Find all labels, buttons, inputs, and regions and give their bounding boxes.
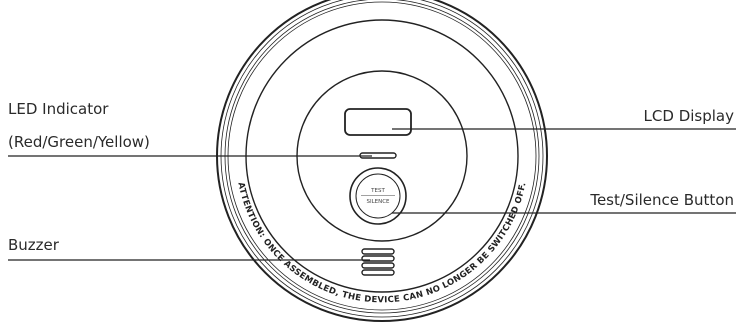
buzzer-label: Buzzer [8, 236, 60, 254]
led-label-line1: LED Indicator [8, 100, 109, 118]
led-label-line2: (Red/Green/Yellow) [8, 133, 150, 151]
outer-rim [217, 0, 547, 321]
lcd-screen [345, 109, 411, 135]
test-silence-button[interactable]: TEST SILENCE [350, 168, 406, 224]
button-bottom-label: SILENCE [366, 199, 390, 205]
buzzer-grille [362, 249, 394, 275]
test-button-label: Test/Silence Button [589, 191, 734, 209]
detector-body: ATTENTION: ONCE ASSEMBLED, THE DEVICE CA… [217, 0, 547, 321]
lcd-label: LCD Display [644, 107, 735, 125]
button-top-label: TEST [370, 188, 385, 194]
